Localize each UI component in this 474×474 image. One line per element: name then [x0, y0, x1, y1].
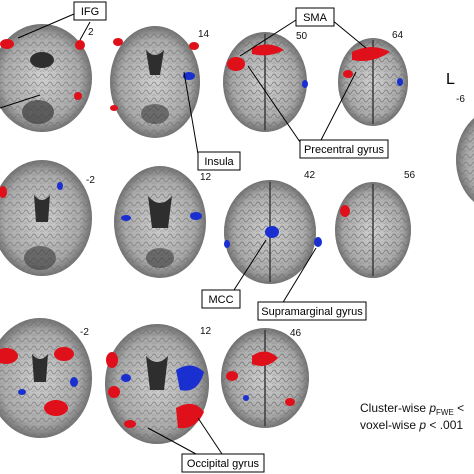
deactivation-blob: [190, 212, 202, 220]
brain-slice-row1-3: [223, 32, 308, 132]
activation-blob: [189, 42, 199, 50]
deactivation-blob: [302, 80, 308, 88]
brain-slice-row1-1: [0, 24, 92, 132]
deactivation-blob: [397, 78, 403, 86]
svg-text:Occipital gyrus: Occipital gyrus: [187, 458, 260, 470]
activation-blob: [340, 205, 350, 217]
activation-blob: [176, 403, 204, 429]
slice-number: 46: [290, 328, 302, 339]
brain-slice-row2-2: [114, 166, 206, 278]
orientation-left-label: L: [446, 71, 455, 88]
brain-slice-row3-2: [105, 324, 209, 444]
brain-slice-row2-1: [0, 160, 92, 276]
brain-slice-row1-4: [338, 38, 408, 126]
deactivation-blob: [70, 377, 78, 387]
label-sma: SMA: [295, 7, 335, 27]
activation-blob: [0, 186, 7, 198]
brain-slice-row1-2: [110, 26, 200, 138]
brain-slice-row2-3: [224, 180, 322, 284]
activation-blob: [252, 44, 284, 56]
deactivation-blob: [121, 215, 131, 221]
activation-blob: [0, 39, 14, 49]
caption-line-1: Cluster-wise pFWE <: [360, 401, 464, 417]
activation-blob: [226, 371, 238, 381]
brain-slice-partial: [456, 118, 474, 202]
activation-blob: [44, 400, 68, 416]
brain-slice-row3-3: [221, 328, 309, 428]
label-insula: Insula: [197, 151, 241, 171]
activation-blob: [106, 352, 118, 368]
svg-text:MCC: MCC: [208, 294, 233, 306]
deactivation-blob: [18, 389, 26, 395]
deactivation-blob: [224, 240, 230, 248]
slice-number: 64: [392, 30, 404, 41]
activation-blob: [352, 47, 390, 61]
deactivation-blob: [183, 72, 195, 80]
slice-number: 42: [304, 170, 316, 181]
activation-blob: [343, 70, 353, 78]
slice-number: 56: [404, 170, 416, 181]
activation-blob: [110, 105, 118, 111]
activation-blob: [108, 386, 120, 398]
slice-number: 14: [198, 29, 210, 40]
activation-blob: [113, 38, 123, 46]
brain-slice-row2-4: [335, 182, 411, 278]
activation-blob: [252, 351, 278, 366]
brain-slice-row3-1: [0, 318, 92, 438]
leader-lines: [0, 13, 367, 455]
deactivation-blob: [176, 365, 204, 391]
slice-number: 2: [88, 27, 94, 38]
activation-blob: [54, 347, 74, 361]
deactivation-blob: [265, 226, 279, 238]
slice-number: 12: [200, 172, 212, 183]
svg-text:Supramarginal gyrus: Supramarginal gyrus: [261, 306, 363, 318]
activation-blob: [227, 57, 245, 71]
slice-number: -6: [456, 94, 465, 105]
activation-blob: [0, 348, 18, 364]
deactivation-blob: [314, 237, 322, 247]
caption-line-2: voxel-wise p < .001: [360, 418, 463, 432]
label-ifg: IFG: [73, 1, 107, 21]
activation-blob: [75, 40, 85, 50]
activation-blob: [124, 420, 136, 428]
deactivation-blob: [57, 182, 63, 190]
svg-text:Insula: Insula: [204, 156, 234, 168]
slice-number: -2: [80, 327, 89, 338]
deactivation-blob: [121, 374, 131, 382]
slice-number: 12: [200, 326, 212, 337]
slice-number: -2: [86, 175, 95, 186]
svg-text:Precentral gyrus: Precentral gyrus: [304, 144, 385, 156]
label-mcc: MCC: [201, 289, 241, 309]
label-occipital-gyrus: Occipital gyrus: [181, 453, 265, 473]
svg-text:SMA: SMA: [303, 12, 328, 24]
label-supramarginal-gyrus: Supramarginal gyrus: [257, 301, 367, 321]
svg-text:IFG: IFG: [81, 6, 99, 18]
slice-number: 50: [296, 31, 308, 42]
deactivation-blob: [243, 395, 249, 401]
activation-blob: [285, 398, 295, 406]
activation-blob: [74, 92, 82, 100]
label-precentral-gyrus: Precentral gyrus: [299, 139, 389, 159]
